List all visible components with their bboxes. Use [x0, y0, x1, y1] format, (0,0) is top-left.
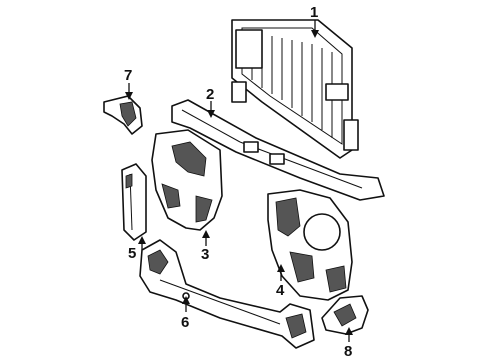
callout-2 — [207, 101, 215, 118]
part-2-upper-support — [171, 99, 385, 201]
callout-label-4: 4 — [276, 282, 285, 299]
callout-5 — [138, 236, 146, 250]
callout-label-6: 6 — [181, 314, 189, 331]
part-7-bracket — [103, 95, 143, 135]
callout-6 — [182, 296, 190, 312]
callout-label-3: 3 — [201, 246, 209, 263]
callout-3 — [202, 230, 210, 246]
part-1-radiator — [231, 19, 359, 159]
callout-8 — [345, 327, 353, 342]
callout-label-1: 1 — [310, 4, 318, 21]
part-3-left-baffle — [151, 129, 223, 231]
part-8-lower-bracket — [321, 295, 369, 335]
callout-7 — [125, 83, 133, 100]
part-5-side-stay — [121, 163, 147, 241]
callout-label-2: 2 — [206, 86, 214, 103]
callout-4 — [277, 264, 285, 281]
callout-1 — [311, 20, 319, 38]
callout-label-5: 5 — [128, 245, 136, 262]
part-4-right-baffle — [267, 189, 353, 301]
callout-label-7: 7 — [124, 67, 132, 84]
callout-label-8: 8 — [344, 343, 352, 360]
